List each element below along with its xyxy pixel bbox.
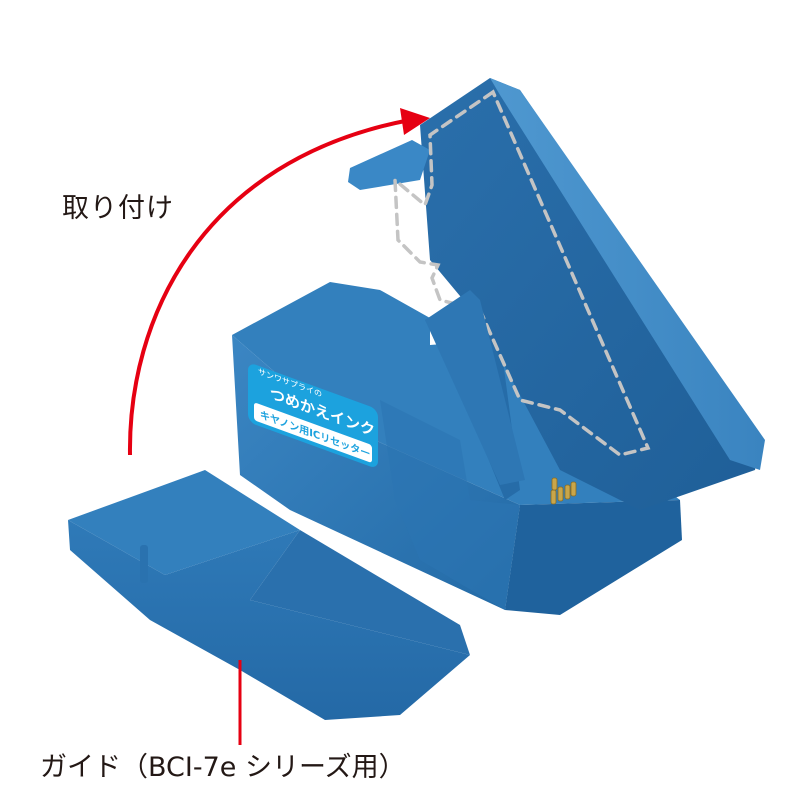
product-sticker (248, 364, 378, 467)
guide-slot (425, 290, 525, 485)
guide-label: ガイド（BCI-7e シリーズ用） (40, 752, 406, 783)
guide-plate (68, 470, 470, 720)
arrowhead-icon (400, 108, 430, 135)
contact-pins (550, 477, 577, 505)
cartridge-outline-dashed (393, 89, 651, 457)
install-label: 取り付け (62, 193, 174, 224)
cartridge-holder-panel (348, 78, 765, 510)
install-direction-arrow (127, 108, 430, 456)
